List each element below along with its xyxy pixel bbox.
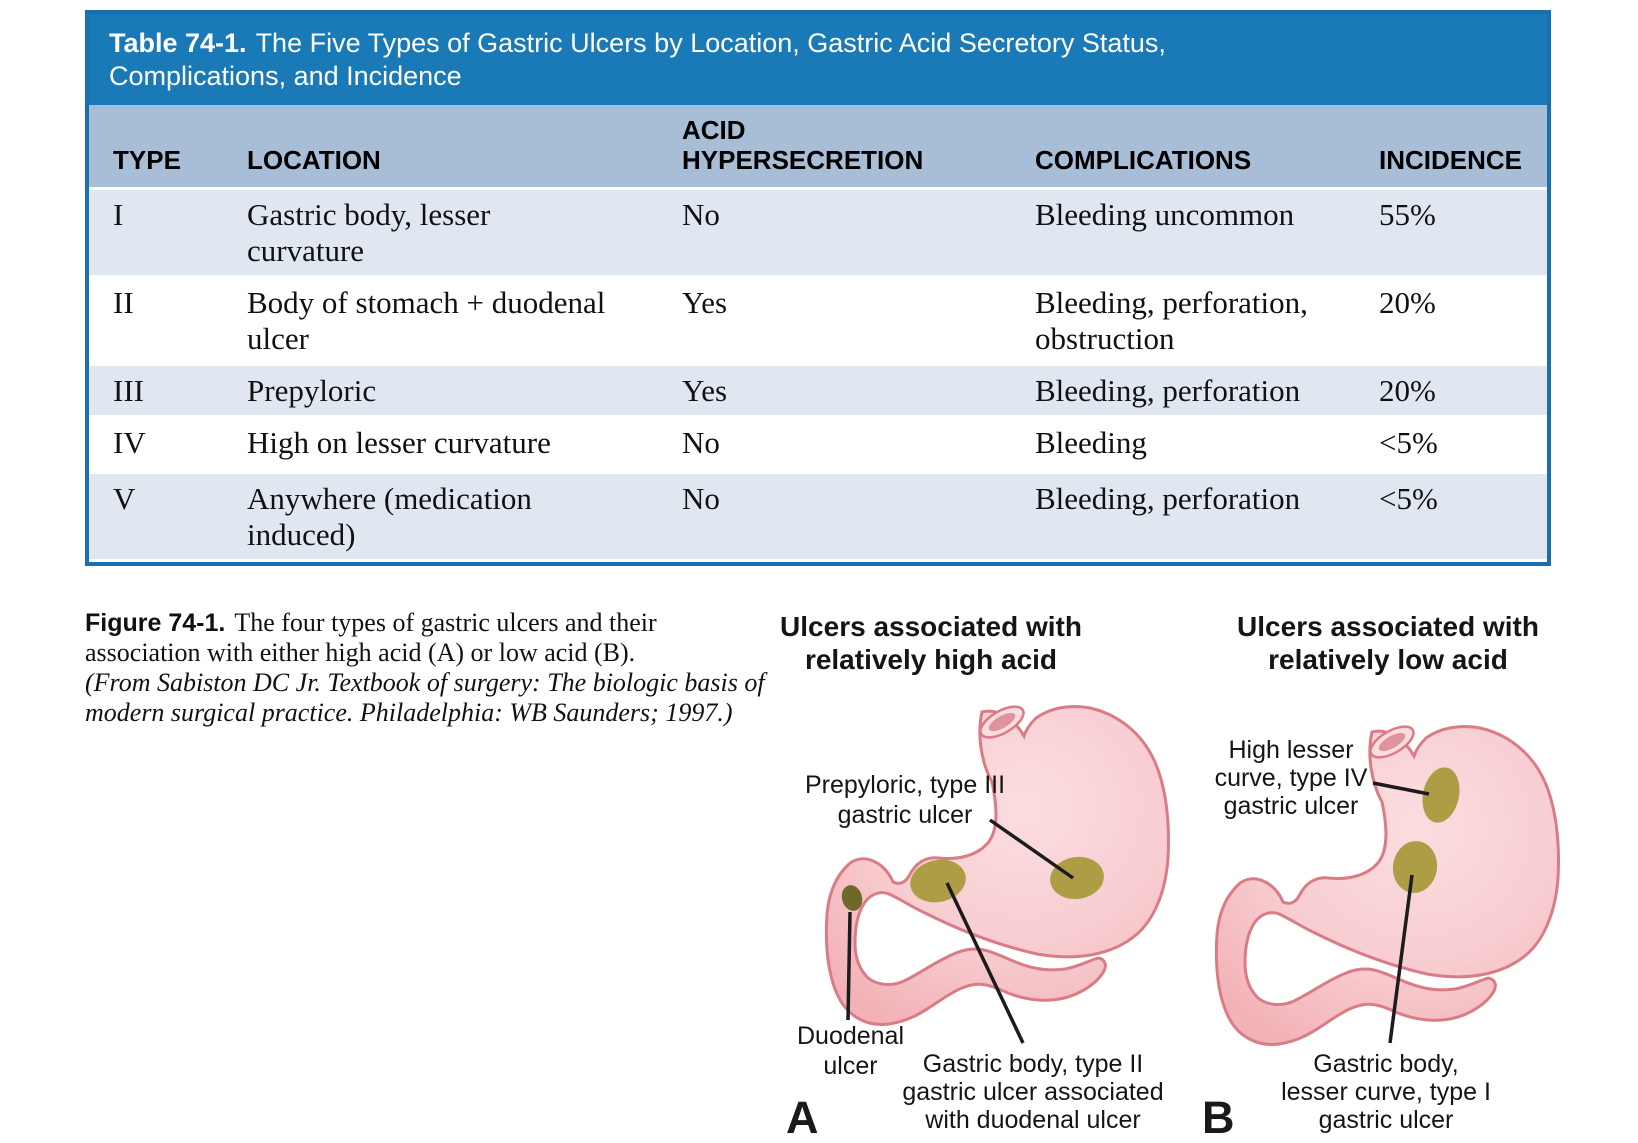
esophagus-opening-inner [1378,732,1406,752]
table-title-label: Table 74-1. [109,28,247,58]
stomach-diagram-a [824,704,1170,1044]
cell-acid: Yes [682,278,1035,366]
cell-complications: Bleeding, perforation, obstruction [1035,278,1379,366]
ulcer-spot-type-iii [1050,856,1104,900]
cell-acid: No [682,190,1035,278]
panel-a-heading: Ulcers associated with relatively high a… [780,611,1082,675]
panel-letter-b: B [1202,1092,1235,1143]
figure-caption-line: association with either high acid (A) or… [85,638,636,667]
figure-caption-source: modern surgical practice. Philadelphia: … [85,698,733,727]
cell-location: Prepyloric [247,366,682,418]
cell-type: V [89,474,247,562]
cell-complications: Bleeding, perforation [1035,474,1379,562]
table-74-1: Table 74-1.The Five Types of Gastric Ulc… [85,10,1551,566]
gastric-ulcer-table: TYPE LOCATION ACID HYPERSECRETION COMPLI… [89,105,1547,562]
cell-incidence: 20% [1379,366,1547,418]
figure-caption: Figure 74-1.The four types of gastric ul… [85,608,785,728]
table-row: IV High on lesser curvature No Bleeding … [89,418,1547,474]
cell-type: I [89,190,247,278]
panel-letter-a: A [786,1092,819,1143]
cell-complications: Bleeding [1035,418,1379,474]
cell-location: Gastric body, lesser curvature [247,190,682,278]
col-header-location: LOCATION [247,105,682,190]
label-gastric-body-type-i: Gastric body, lesser curve, type I gastr… [1281,1050,1491,1134]
cell-location: High on lesser curvature [247,418,682,474]
pointer-type-i [1388,874,1414,1044]
cell-location: Anywhere (medication induced) [247,474,682,562]
col-header-incidence: INCIDENCE [1379,105,1547,190]
cell-complications: Bleeding uncommon [1035,190,1379,278]
stomach-outline [1214,724,1560,1047]
figure-caption-source: (From Sabiston DC Jr. Textbook of surger… [85,668,765,697]
ulcer-spot-type-i [1392,841,1438,893]
pointer-type-ii [945,882,1025,1044]
cell-complications: Bleeding, perforation [1035,366,1379,418]
table-row: II Body of stomach + duodenal ulcer Yes … [89,278,1547,366]
cell-acid: Yes [682,366,1035,418]
table-header-row: TYPE LOCATION ACID HYPERSECRETION COMPLI… [89,105,1547,190]
cell-acid: No [682,474,1035,562]
cell-acid: No [682,418,1035,474]
cell-type: IV [89,418,247,474]
pointer-type-iv [1372,781,1430,796]
col-header-type: TYPE [89,105,247,190]
col-header-acid-hypersecretion: ACID HYPERSECRETION [682,105,1035,190]
cell-location: Body of stomach + duodenal ulcer [247,278,682,366]
figure-caption-label: Figure 74-1. [85,609,226,637]
table-title: Table 74-1.The Five Types of Gastric Ulc… [89,14,1547,105]
table-row: I Gastric body, lesser curvature No Blee… [89,190,1547,278]
cell-incidence: <5% [1379,474,1547,562]
ulcer-spot-duodenal [841,885,863,911]
pointer-duodenal [846,911,852,1021]
label-gastric-body-type-ii: Gastric body, type II gastric ulcer asso… [902,1050,1164,1134]
esophagus-opening-inner [988,712,1016,732]
stomach-diagram-b [1214,724,1560,1047]
panel-b-heading: Ulcers associated with relatively low ac… [1237,611,1539,675]
pointer-type-iii [988,818,1075,880]
ulcer-spot-type-iv [1422,767,1460,823]
cell-incidence: 20% [1379,278,1547,366]
label-duodenal-ulcer: Duodenal ulcer [796,1022,905,1080]
label-high-lesser-curve-type-iv: High lesser curve, type IV gastric ulcer [1214,736,1368,820]
col-header-complications: COMPLICATIONS [1035,105,1379,190]
label-prepyloric-type-iii: Prepyloric, type III gastric ulcer [804,771,1006,829]
cell-incidence: <5% [1379,418,1547,474]
table-row: III Prepyloric Yes Bleeding, perforation… [89,366,1547,418]
cell-incidence: 55% [1379,190,1547,278]
cell-type: II [89,278,247,366]
stomach-outline [824,704,1170,1027]
cell-type: III [89,366,247,418]
table-title-text: The Five Types of Gastric Ulcers by Loca… [109,28,1166,91]
figure-caption-line: Figure 74-1.The four types of gastric ul… [85,608,657,637]
table-row: V Anywhere (medication induced) No Bleed… [89,474,1547,562]
